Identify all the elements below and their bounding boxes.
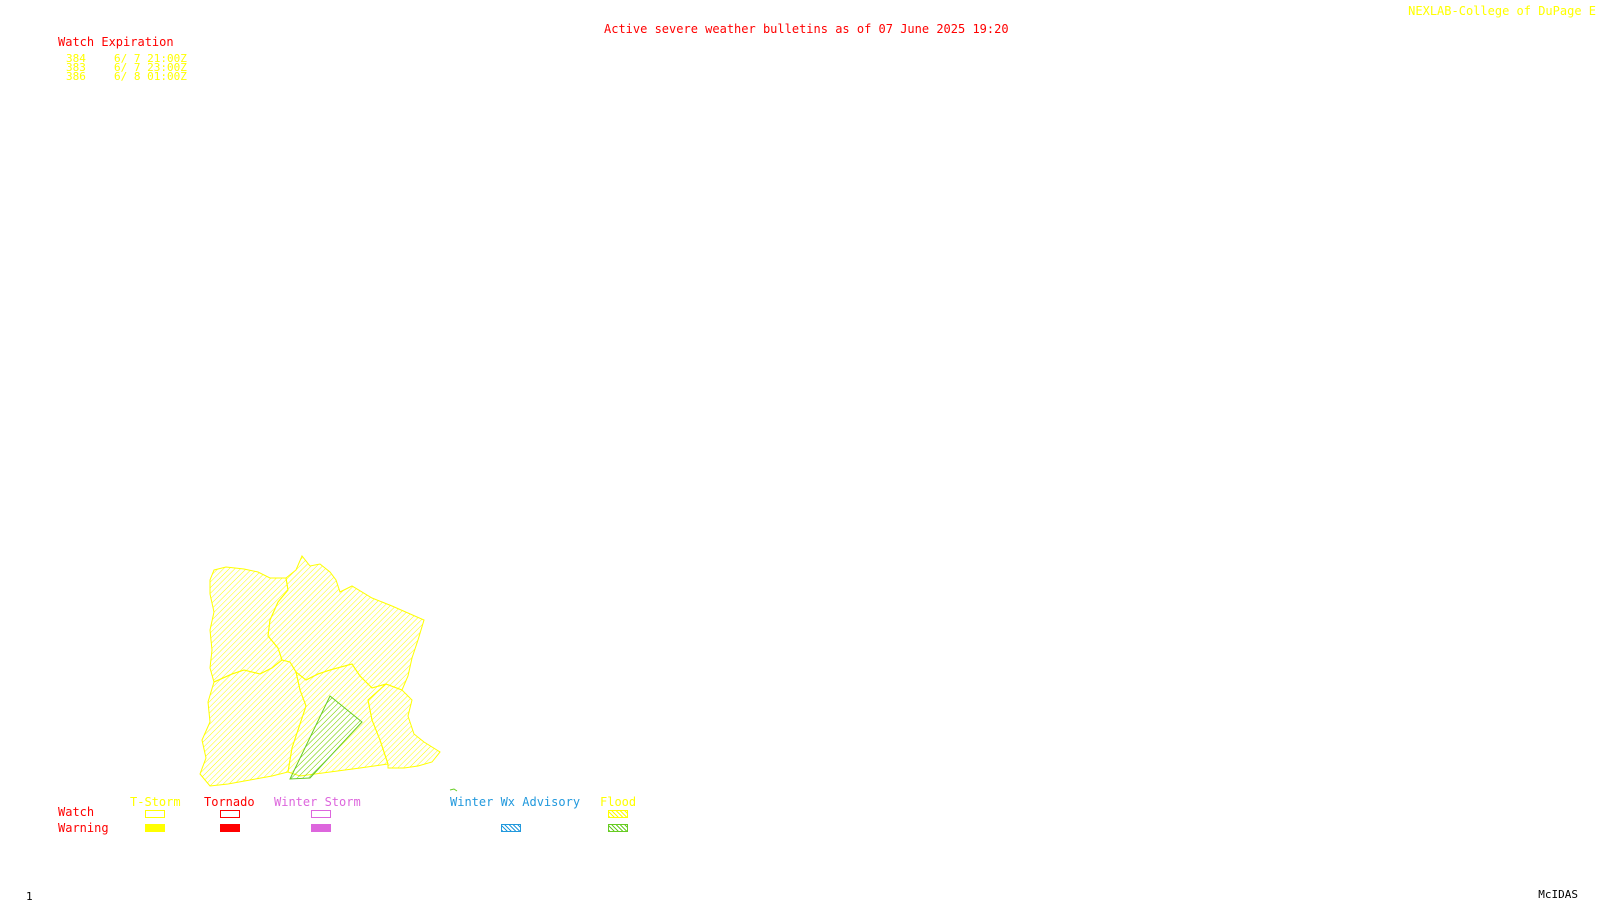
legend-row-warning: Warning — [58, 821, 109, 835]
legend-row-watch: Watch — [58, 805, 95, 819]
watch-row: 386 6/ 8 01:00Z — [58, 70, 187, 83]
watch-expiration-title: Watch Expiration — [58, 35, 174, 49]
winter-advisory-warning-swatch — [501, 824, 521, 832]
bulletin-title: Active severe weather bulletins as of 07… — [604, 22, 1009, 36]
tornado-warning-swatch — [220, 824, 240, 832]
watch-number: 384 — [66, 52, 86, 65]
legend-winter-storm-label: Winter Storm — [274, 795, 361, 809]
watch-expiry: 6/ 7 21:00Z — [114, 52, 187, 65]
map-tick-mark — [449, 788, 458, 792]
frame-number: 1 — [26, 890, 33, 903]
watch-row: 384 6/ 7 21:00Z — [58, 52, 187, 65]
software-label: McIDAS — [1538, 888, 1578, 901]
watch-expiry: 6/ 7 23:00Z — [114, 61, 187, 74]
legend-winter-advisory-label: Winter Wx Advisory — [450, 795, 581, 809]
tornado-watch-swatch — [220, 810, 240, 818]
watch-row: 383 6/ 7 23:00Z — [58, 61, 187, 74]
watch-number: 386 — [66, 70, 86, 83]
flood-warning-polygon — [289, 695, 363, 780]
watch-number: 383 — [66, 61, 86, 74]
legend-tstorm-label: T-Storm — [130, 795, 181, 809]
county-southeast — [367, 683, 441, 769]
watch-expiry: 6/ 8 01:00Z — [114, 70, 187, 83]
tstorm-watch-swatch — [145, 810, 165, 818]
flood-watch-swatch — [608, 810, 628, 818]
winter-storm-watch-swatch — [311, 810, 331, 818]
credit-label: NEXLAB-College of DuPage E — [1408, 4, 1596, 18]
flood-warning-swatch — [608, 824, 628, 832]
legend-flood-label: Flood — [600, 795, 637, 809]
legend-tornado-label: Tornado — [204, 795, 255, 809]
winter-storm-warning-swatch — [311, 824, 331, 832]
tstorm-warning-swatch — [145, 824, 165, 832]
